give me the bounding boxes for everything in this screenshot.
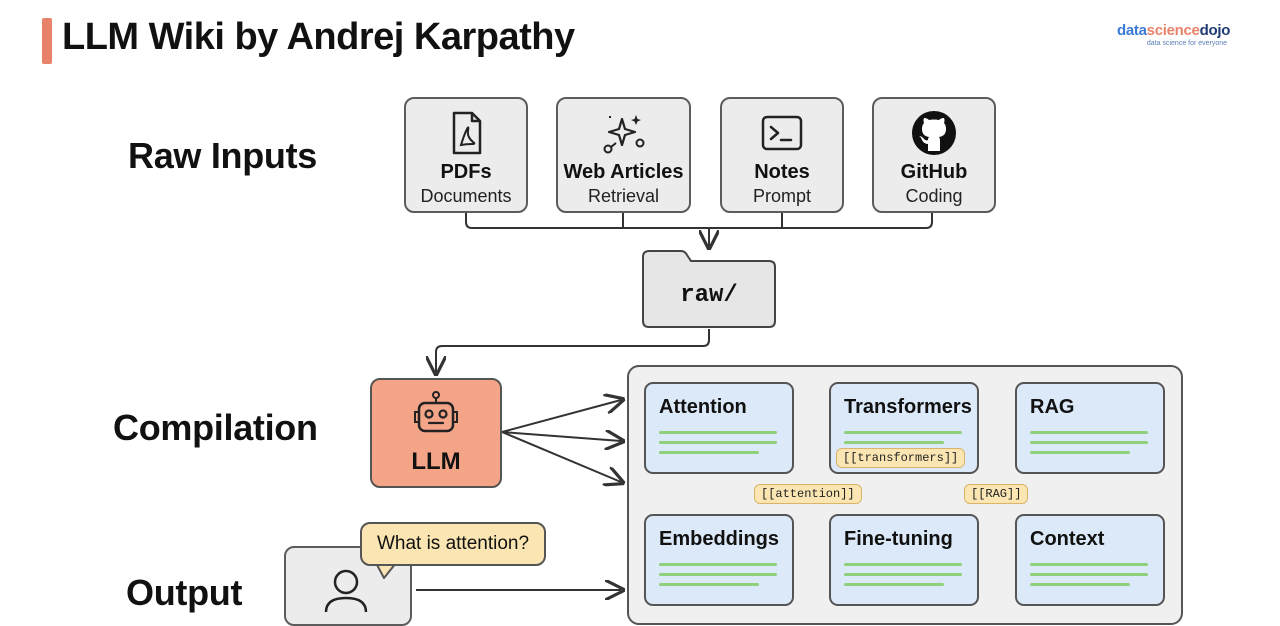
wiki-card-embeddings: Embeddings	[644, 514, 794, 606]
user-icon	[324, 569, 368, 613]
wiki-card-fine-tuning: Fine-tuning	[829, 514, 979, 606]
page-title: LLM Wiki by Andrej Karpathy	[62, 16, 575, 58]
query-bubble: What is attention?	[360, 522, 546, 566]
brand-tagline: data science for everyone	[1146, 40, 1228, 47]
github-icon	[912, 111, 956, 155]
arrow-to-llm	[436, 329, 710, 372]
wiki-card-title: Context	[1030, 528, 1105, 550]
wiki-card-title: RAG	[1030, 396, 1075, 418]
wiki-card-context: Context	[1015, 514, 1165, 606]
input-sub: Coding	[905, 186, 963, 206]
robot-icon	[414, 391, 458, 433]
wiki-link-transformers: [[transformers]]	[836, 448, 966, 468]
title-accent-bar	[42, 18, 52, 64]
arrow-llm-mid	[501, 432, 621, 441]
sparkle-icon	[603, 115, 644, 154]
input-merge-line	[465, 213, 933, 229]
llm-label: LLM	[411, 448, 461, 475]
input-card-notes: Notes Prompt	[720, 97, 844, 213]
input-card-web-articles: Web Articles Retrieval	[556, 97, 691, 213]
speech-tail	[375, 562, 397, 579]
section-label-raw-inputs: Raw Inputs	[128, 135, 318, 176]
wiki-link-attention: [[attention]]	[754, 484, 862, 504]
input-name: Web Articles	[563, 161, 684, 183]
input-sub: Retrieval	[587, 186, 660, 206]
input-sub: Documents	[420, 186, 512, 206]
brand-name: datasciencedojo	[1117, 22, 1231, 39]
llm-box: LLM	[370, 378, 502, 488]
wiki-card-attention: Attention	[644, 382, 794, 474]
input-sub: Prompt	[752, 186, 812, 206]
section-label-compilation: Compilation	[113, 407, 318, 448]
input-name: Notes	[754, 161, 810, 183]
folder-label: raw/	[680, 282, 738, 309]
wiki-link-rag: [[RAG]]	[964, 484, 1029, 504]
wiki-card-title: Attention	[659, 396, 747, 418]
wiki-card-title: Transformers	[844, 396, 972, 418]
arrow-llm-bottom	[501, 431, 621, 482]
wiki-card-title: Fine-tuning	[844, 528, 953, 550]
terminal-icon	[761, 115, 803, 151]
arrow-llm-top	[501, 400, 621, 433]
wiki-card-rag: RAG	[1015, 382, 1165, 474]
input-card-pdfs: PDFs Documents	[404, 97, 528, 213]
input-card-github: GitHub Coding	[872, 97, 996, 213]
wiki-card-title: Embeddings	[659, 528, 780, 550]
pdf-icon	[452, 111, 482, 155]
folder-icon	[642, 250, 776, 328]
brand-logo: datasciencedojo data science for everyon…	[1117, 22, 1257, 47]
input-name: GitHub	[900, 161, 968, 183]
input-name: PDFs	[440, 161, 492, 183]
